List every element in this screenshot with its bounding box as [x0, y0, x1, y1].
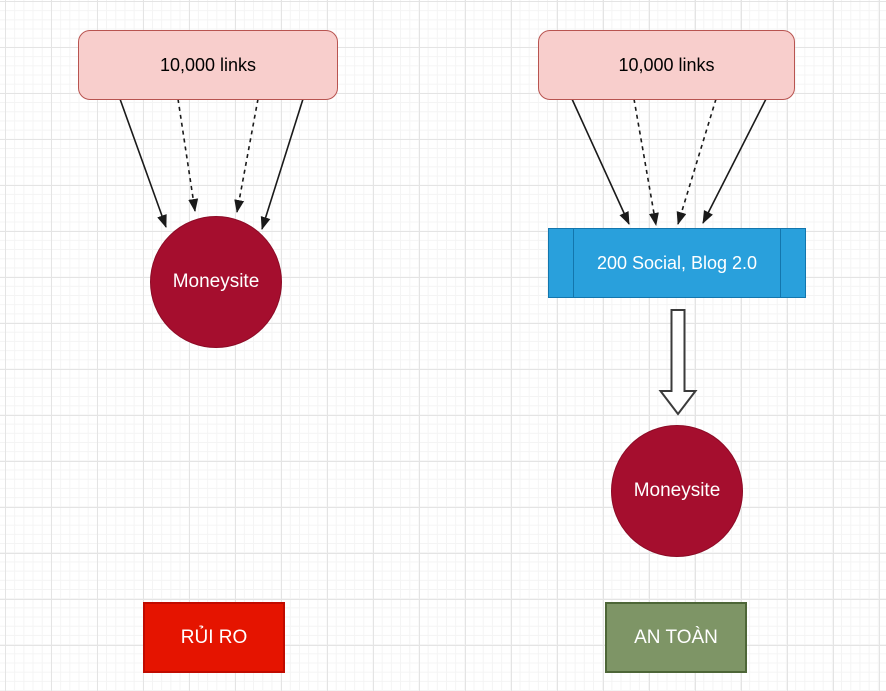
left-connector-arrow-4 [260, 98, 304, 230]
right-moneysite-label: Moneysite [633, 480, 721, 501]
right-connector-arrow-1 [571, 98, 630, 225]
right-links-node: 10,000 links [538, 30, 795, 100]
left-moneysite-node: Moneysite [150, 216, 282, 348]
left-links-node: 10,000 links [78, 30, 338, 100]
right-connector-arrow-4 [702, 98, 767, 224]
safe-verdict-node: AN TOÀN [605, 602, 747, 673]
left-connector-arrow-2 [177, 98, 199, 212]
left-moneysite-label: Moneysite [172, 271, 260, 292]
left-connector-arrow-1 [119, 98, 167, 228]
right-moneysite-node: Moneysite [611, 425, 743, 557]
right-links-label: 10,000 links [618, 54, 715, 75]
left-links-label: 10,000 links [159, 54, 257, 75]
social-blog-buffer-node: 200 Social, Blog 2.0 [548, 228, 806, 298]
risk-verdict-label: RỦI RO [180, 626, 248, 648]
down-block-arrow-icon [658, 309, 698, 416]
right-connector-arrow-3 [676, 98, 717, 225]
right-connector-arrow-2 [633, 98, 659, 226]
left-connector-arrow-3 [234, 98, 259, 213]
safe-verdict-label: AN TOÀN [634, 626, 718, 648]
risk-verdict-node: RỦI RO [143, 602, 285, 673]
social-blog-buffer-label: 200 Social, Blog 2.0 [596, 252, 758, 273]
